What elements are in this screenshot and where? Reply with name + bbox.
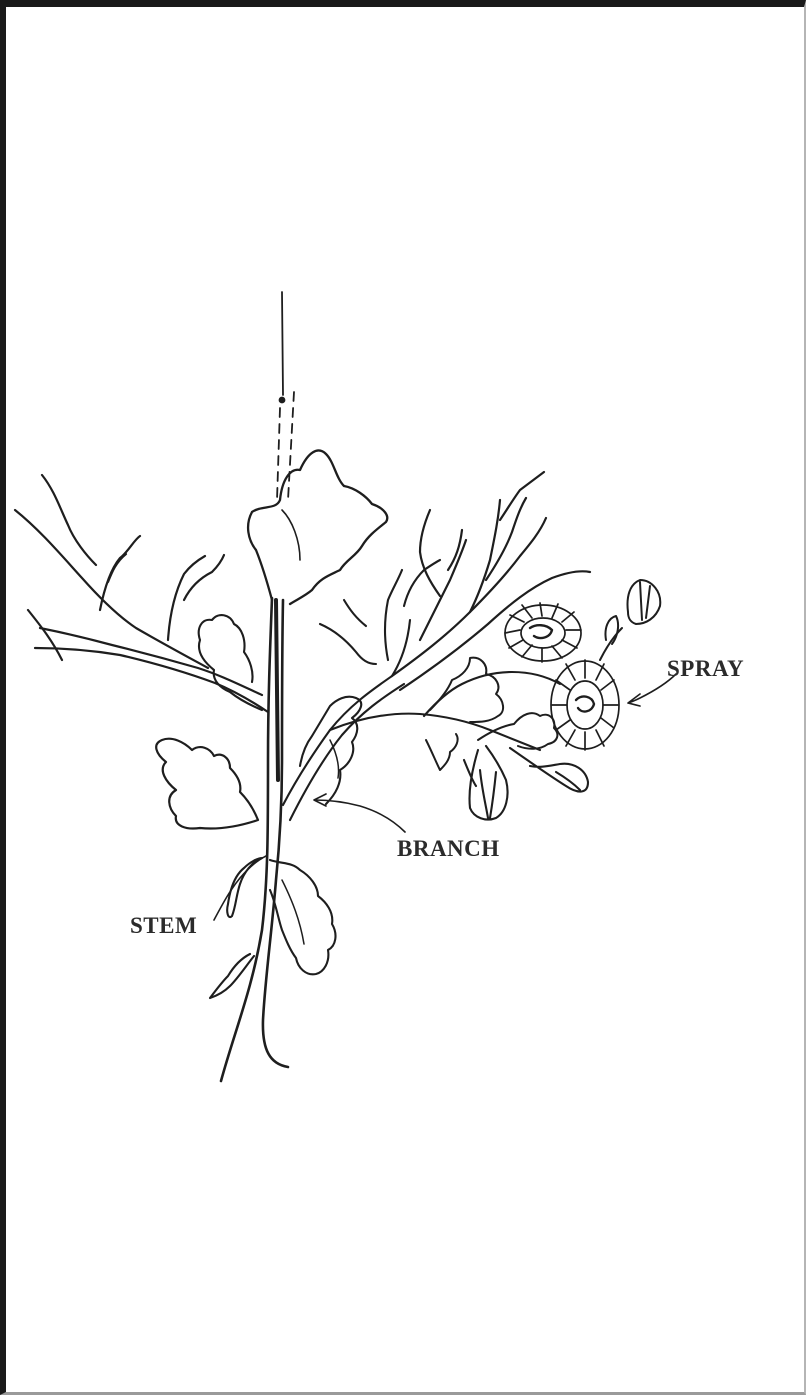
spray-bud-top: [600, 580, 660, 660]
stem-label: STEM: [130, 914, 197, 937]
branch-arrow: [314, 794, 405, 832]
branch-label: BRANCH: [397, 837, 500, 860]
middle-branch: [283, 560, 440, 820]
lower-leaf-right: [270, 860, 335, 974]
flower-leaf-3: [426, 734, 458, 770]
flower-branch: [330, 672, 560, 750]
left-branch: [15, 475, 268, 712]
spray-label: SPRAY: [667, 657, 744, 680]
stem-tip: [277, 292, 294, 500]
flower-leaf-1: [430, 658, 503, 722]
left-leaf-upper: [199, 615, 262, 710]
main-stem: [221, 598, 288, 1081]
spray-flower-1: [505, 603, 581, 662]
top-leaf: [248, 451, 387, 604]
spray-flower-2: [551, 660, 619, 750]
stem-arrow: [214, 856, 266, 920]
spray-bud-side: [510, 748, 588, 792]
left-leaf-lower: [156, 739, 258, 829]
spray-bud-hanging: [464, 746, 508, 820]
